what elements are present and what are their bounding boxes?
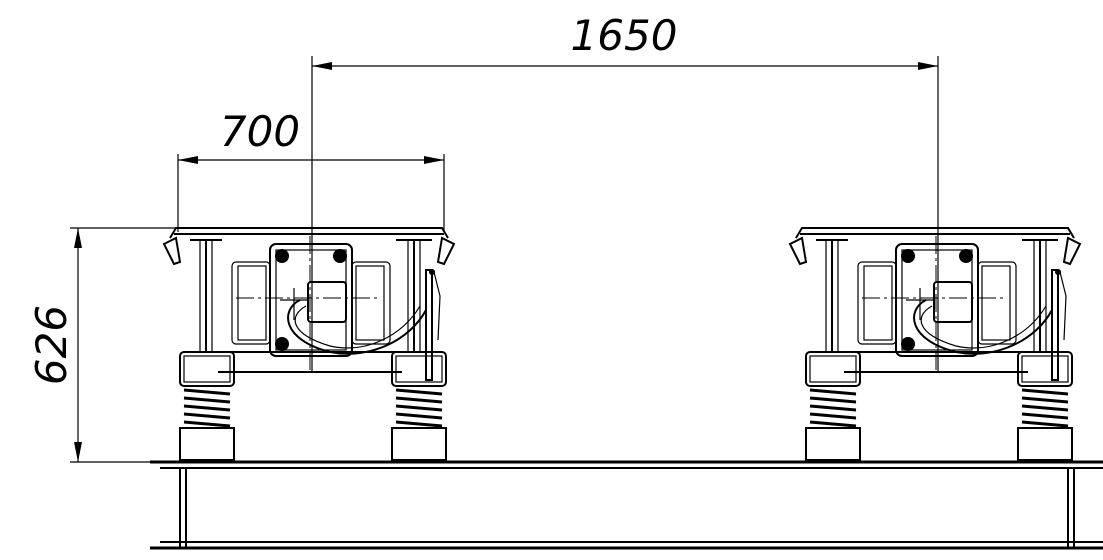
base-frame: [150, 460, 1103, 550]
left-vibration-unit: [162, 226, 456, 462]
dimension-platform-width: 700: [177, 107, 445, 232]
dimension-label-1650: 1650: [571, 11, 678, 60]
dimension-label-626: 626: [27, 305, 76, 385]
dimension-overall-span: 1650: [311, 11, 939, 372]
dimension-label-700: 700: [220, 107, 300, 156]
right-vibration-unit: [788, 226, 1082, 462]
dimension-height: 626: [27, 227, 176, 463]
